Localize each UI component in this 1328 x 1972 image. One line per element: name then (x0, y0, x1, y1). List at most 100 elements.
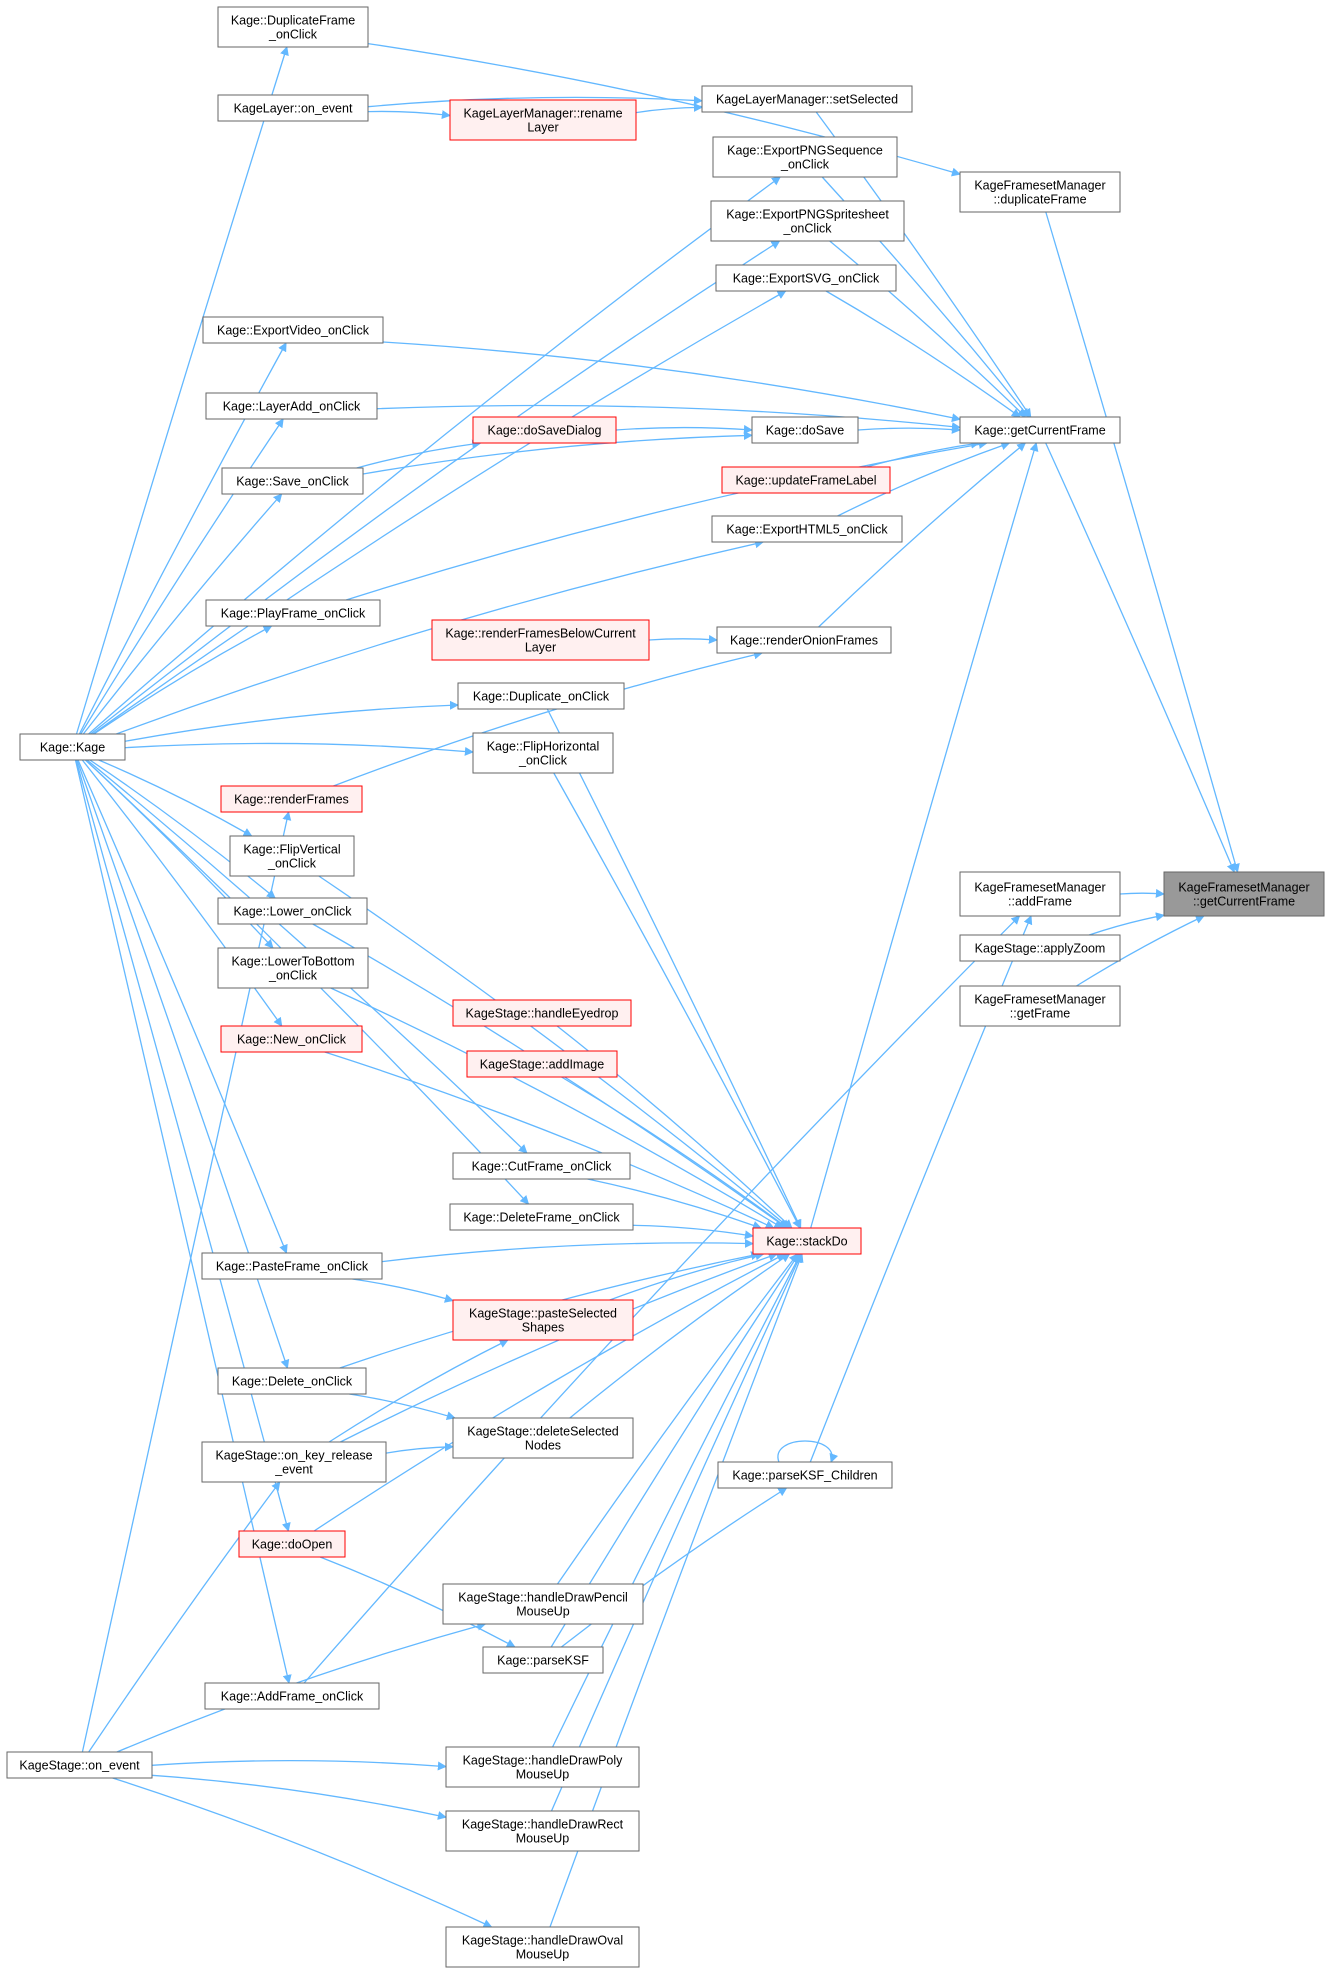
node-box[interactable] (466, 1050, 618, 1078)
node-kage[interactable]: Kage::Kage (19, 733, 126, 761)
node-render-onion[interactable]: Kage::renderOnionFrames (716, 626, 892, 654)
node-do-save-dialog[interactable]: Kage::doSaveDialog (472, 416, 617, 444)
node-add-frame-click[interactable]: Kage::AddFrame_onClick (204, 1682, 380, 1710)
node-box[interactable] (752, 1227, 862, 1255)
node-flip-h[interactable]: Kage::FlipHorizontal_onClick (472, 732, 614, 774)
node-box[interactable] (202, 316, 384, 344)
node-box[interactable] (445, 1926, 640, 1968)
node-box[interactable] (449, 99, 637, 141)
node-box[interactable] (472, 416, 617, 444)
node-box[interactable] (712, 136, 898, 178)
node-stack-do[interactable]: Kage::stackDo (752, 1227, 862, 1255)
node-dup-frame-click[interactable]: Kage::DuplicateFrame_onClick (217, 6, 369, 48)
node-box[interactable] (1163, 871, 1325, 917)
node-svg[interactable]: Kage::ExportSVG_onClick (715, 264, 897, 292)
node-box[interactable] (205, 392, 378, 420)
node-box[interactable] (452, 1299, 634, 1341)
node-box[interactable] (221, 467, 364, 495)
node-png-sprite[interactable]: Kage::ExportPNGSpritesheet_onClick (710, 200, 905, 242)
node-box[interactable] (959, 871, 1121, 917)
node-get-current-frame[interactable]: Kage::getCurrentFrame (959, 416, 1121, 444)
node-layer-add[interactable]: Kage::LayerAdd_onClick (205, 392, 378, 420)
node-box[interactable] (472, 732, 614, 774)
node-layer-on-event[interactable]: KageLayer::on_event (217, 94, 369, 122)
node-focus[interactable]: KageFramesetManager::getCurrentFrame (1163, 871, 1325, 917)
node-box[interactable] (6, 1751, 153, 1779)
node-box[interactable] (482, 1646, 604, 1674)
node-video[interactable]: Kage::ExportVideo_onClick (202, 316, 384, 344)
node-box[interactable] (204, 1682, 380, 1710)
node-box[interactable] (452, 1417, 634, 1459)
node-parse-children[interactable]: Kage::parseKSF_Children (717, 1461, 893, 1489)
node-paste-frame[interactable]: Kage::PasteFrame_onClick (201, 1252, 383, 1280)
node-box[interactable] (238, 1530, 346, 1558)
node-box[interactable] (445, 1810, 640, 1852)
node-duplicate-frame[interactable]: KageFramesetManager::duplicateFrame (959, 171, 1121, 213)
node-box[interactable] (959, 934, 1121, 962)
node-key-release[interactable]: KageStage::on_key_release_event (201, 1441, 387, 1483)
node-box[interactable] (701, 85, 913, 113)
node-box[interactable] (217, 94, 369, 122)
node-lower-bottom[interactable]: Kage::LowerToBottom_onClick (217, 947, 369, 989)
node-delete-frame[interactable]: Kage::DeleteFrame_onClick (449, 1203, 634, 1231)
node-box[interactable] (710, 200, 905, 242)
node-box[interactable] (959, 985, 1121, 1027)
node-get-frame[interactable]: KageFramesetManager::getFrame (959, 985, 1121, 1027)
node-cut-frame[interactable]: Kage::CutFrame_onClick (452, 1152, 631, 1180)
node-box[interactable] (431, 619, 650, 661)
node-box[interactable] (959, 416, 1121, 444)
node-box[interactable] (19, 733, 126, 761)
node-update-frame-label[interactable]: Kage::updateFrameLabel (721, 466, 891, 494)
node-lower[interactable]: Kage::Lower_onClick (217, 897, 368, 925)
node-new-click[interactable]: Kage::New_onClick (220, 1025, 363, 1053)
node-duplicate-click[interactable]: Kage::Duplicate_onClick (457, 682, 625, 710)
node-box[interactable] (721, 466, 891, 494)
node-parse-k-s-f[interactable]: Kage::parseKSF (482, 1646, 604, 1674)
node-box[interactable] (449, 1203, 634, 1231)
node-box[interactable] (452, 999, 632, 1027)
node-box[interactable] (201, 1252, 383, 1280)
node-box[interactable] (717, 1461, 893, 1489)
node-html5[interactable]: Kage::ExportHTML5_onClick (711, 515, 903, 543)
node-box[interactable] (229, 835, 355, 877)
node-eyedrop[interactable]: KageStage::handleEyedrop (452, 999, 632, 1027)
node-box[interactable] (716, 626, 892, 654)
node-png-seq[interactable]: Kage::ExportPNGSequence_onClick (712, 136, 898, 178)
node-box[interactable] (457, 682, 625, 710)
node-add-frame[interactable]: KageFramesetManager::addFrame (959, 871, 1121, 917)
node-stage-on-event[interactable]: KageStage::on_event (6, 1751, 153, 1779)
node-box[interactable] (715, 264, 897, 292)
node-set-selected[interactable]: KageLayerManager::setSelected (701, 85, 913, 113)
node-box[interactable] (220, 1025, 363, 1053)
node-do-open[interactable]: Kage::doOpen (238, 1530, 346, 1558)
node-apply-zoom[interactable]: KageStage::applyZoom (959, 934, 1121, 962)
node-box[interactable] (201, 1441, 387, 1483)
node-box[interactable] (711, 515, 903, 543)
node-box[interactable] (959, 171, 1121, 213)
node-box[interactable] (205, 599, 381, 627)
node-box[interactable] (452, 1152, 631, 1180)
node-render-frames[interactable]: Kage::renderFrames (220, 785, 363, 813)
node-box[interactable] (442, 1583, 644, 1625)
node-box[interactable] (751, 416, 859, 444)
node-add-image[interactable]: KageStage::addImage (466, 1050, 618, 1078)
node-do-save[interactable]: Kage::doSave (751, 416, 859, 444)
node-box[interactable] (217, 947, 369, 989)
node-box[interactable] (220, 785, 363, 813)
node-save-click[interactable]: Kage::Save_onClick (221, 467, 364, 495)
node-box[interactable] (445, 1746, 640, 1788)
node-box[interactable] (217, 897, 368, 925)
node-delete-click[interactable]: Kage::Delete_onClick (217, 1367, 367, 1395)
node-flip-v[interactable]: Kage::FlipVertical_onClick (229, 835, 355, 877)
node-box[interactable] (217, 6, 369, 48)
node-box[interactable] (217, 1367, 367, 1395)
node-play-frame[interactable]: Kage::PlayFrame_onClick (205, 599, 381, 627)
